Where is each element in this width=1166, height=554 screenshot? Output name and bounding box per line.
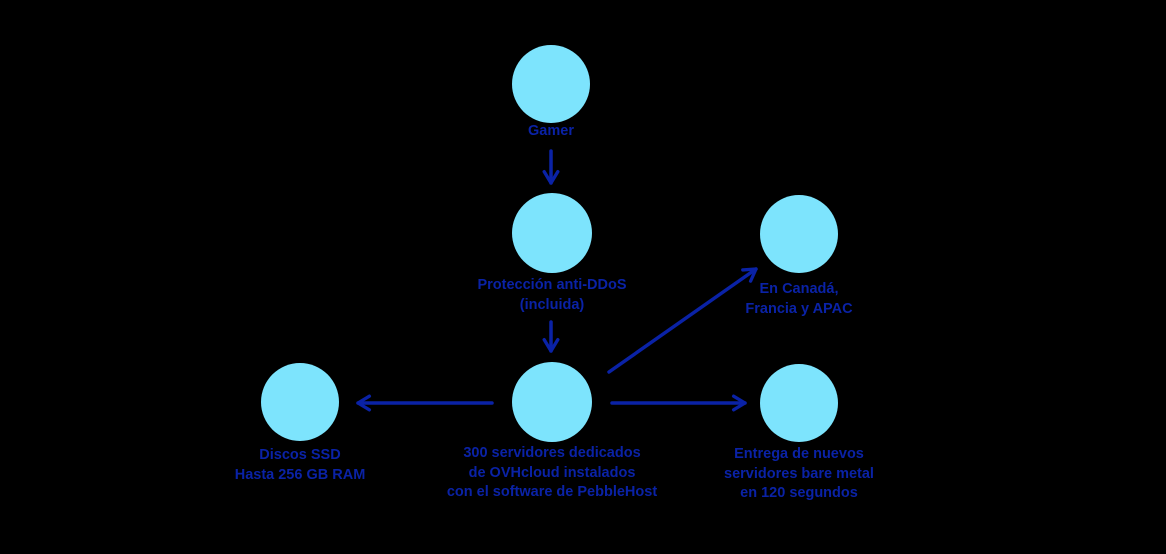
node-label-line: (incluida) [519,296,585,313]
node-label-delivery: Entrega de nuevos servidores bare metal … [724,445,874,504]
node-circle-antiddos [512,193,592,273]
arrow-servers-to-regions [607,267,758,374]
node-label-regions: En Canadá, Francia y APAC [745,280,852,319]
node-label-line: Gamer [528,123,574,139]
node-label-antiddos: Protección anti-DDoS (incluida) [477,276,626,315]
node-label-line: 300 servidores dedicados [463,445,641,461]
node-label-line: Hasta 256 GB RAM [234,466,366,483]
node-label-line: En Canadá, [759,281,839,297]
node-label-line: de OVHcloud instalados [468,464,636,481]
node-label-line: servidores bare metal [724,465,874,482]
node-circle-gamer [512,45,590,123]
node-circle-ssd [261,363,339,441]
node-label-ssd: Discos SSD Hasta 256 GB RAM [235,446,366,485]
node-label-gamer: Gamer [528,122,574,142]
node-label-servers: 300 servidores dedicados de OVHcloud ins… [447,444,657,503]
node-label-line: Entrega de nuevos [734,446,864,462]
node-label-line: Protección anti-DDoS [477,277,627,293]
node-circle-regions [760,195,838,273]
node-label-line: Francia y APAC [745,300,853,317]
node-circle-delivery [760,364,838,442]
node-label-line: con el software de PebbleHost [446,484,658,500]
node-label-line: Discos SSD [259,447,341,463]
node-circle-servers [512,362,592,442]
node-label-line: en 120 segundos [740,485,858,501]
